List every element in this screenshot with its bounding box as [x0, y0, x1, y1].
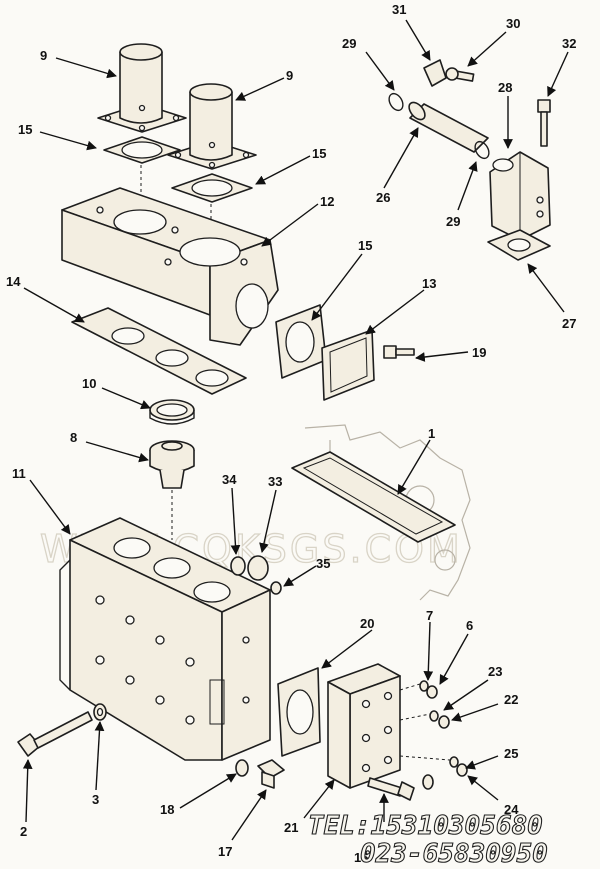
bolt-31: [537, 99, 551, 147]
callout-26: 26: [376, 190, 390, 205]
tube-right: [167, 83, 257, 170]
main-block: [59, 517, 271, 761]
callout-12: 12: [320, 194, 334, 209]
callout-15-mid: 15: [312, 146, 326, 161]
gasket-large: [71, 307, 247, 395]
callout-7: 7: [426, 608, 433, 623]
gasket-1: [291, 451, 456, 543]
callout-15-left: 15: [18, 122, 32, 137]
callout-20: 21: [284, 820, 298, 835]
housing-block: [61, 187, 279, 346]
bolt-16: [367, 774, 434, 801]
callout-29-bottom: 29: [446, 214, 460, 229]
seal-ring: [149, 399, 195, 425]
callout-22: 22: [504, 692, 518, 707]
callout-16: 16: [354, 850, 368, 865]
gasket-27: [487, 229, 551, 261]
callout-labels: 9 9 15 15 12 14 15 13 19 10 8 11 34 33 3…: [6, 2, 576, 865]
contact-tel: TEL:15310305680: [308, 811, 543, 841]
bolt-2: [17, 711, 93, 757]
callout-23: 23: [488, 664, 502, 679]
callout-10: 10: [82, 376, 96, 391]
callout-9-left: 9: [40, 48, 47, 63]
gasket-left: [103, 136, 181, 164]
bolt-19: [383, 345, 415, 359]
contact-phone: 023-65830950: [360, 839, 548, 869]
callout-31: 32: [562, 36, 576, 51]
gasket-right: [171, 173, 253, 203]
gasket-side: [275, 304, 327, 379]
callout-9-right: 9: [286, 68, 293, 83]
callout-1: 1: [428, 426, 435, 441]
pipe-26: [408, 101, 489, 153]
tube-left: [97, 43, 187, 133]
callout-28: 28: [498, 80, 512, 95]
callout-29-top: 29: [342, 36, 356, 51]
callout-30: 30: [506, 16, 520, 31]
callout-15-right: 15: [358, 238, 372, 253]
callout-11: 11: [12, 466, 26, 481]
callout-25: 25: [504, 746, 518, 761]
cover-20: [327, 663, 401, 789]
callout-32: 31: [392, 2, 406, 17]
cover-plate: [321, 329, 375, 401]
thermostat: [149, 440, 195, 489]
callout-8: 8: [70, 430, 77, 445]
callout-35: 35: [316, 556, 330, 571]
callout-27: 27: [562, 316, 576, 331]
washer-3: [93, 703, 107, 721]
fasteners-right: [399, 680, 468, 777]
leader-lines: [22, 19, 569, 841]
callout-18: 18: [160, 802, 174, 817]
callout-2: 2: [20, 824, 27, 839]
callout-21: 20: [360, 616, 374, 631]
small-parts-33-35: [230, 555, 282, 595]
plug-17-18: [235, 759, 285, 789]
elbow-28: [489, 151, 551, 241]
callout-33: 33: [268, 474, 282, 489]
callout-19: 19: [472, 345, 486, 360]
o-rings-29: [388, 92, 490, 160]
callout-14: 14: [6, 274, 21, 289]
callout-13: 13: [422, 276, 436, 291]
callout-3: 3: [92, 792, 99, 807]
callout-34: 34: [222, 472, 237, 487]
callout-6: 6: [466, 618, 473, 633]
callout-24: 24: [504, 802, 519, 817]
gasket-21: [277, 667, 321, 757]
clip-32-bolt-30: [423, 59, 475, 87]
callout-17: 17: [218, 844, 232, 859]
